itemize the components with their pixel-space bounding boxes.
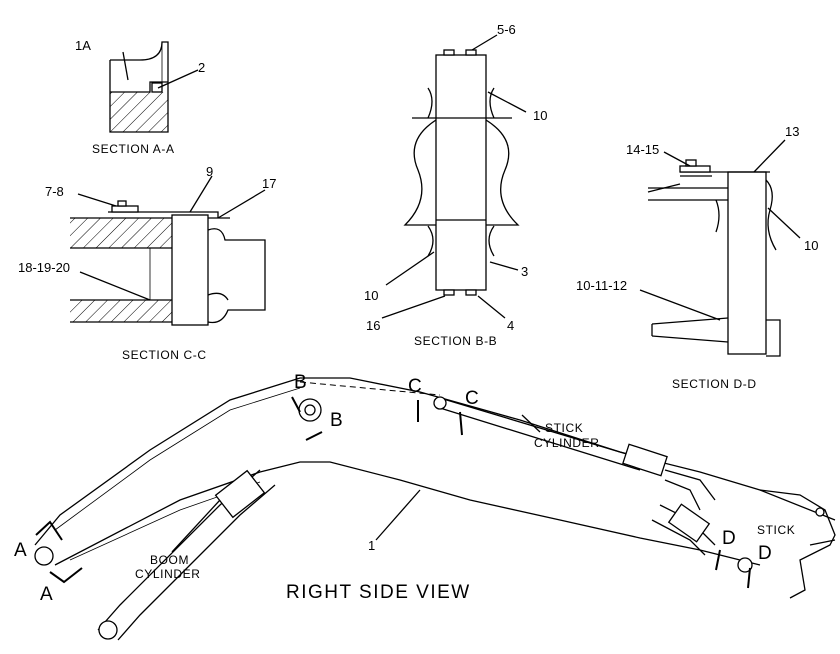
marker-d-left: D [722, 528, 736, 549]
stick-cylinder-label-line2: CYLINDER [534, 436, 599, 450]
callout-10-11-12: 10-11-12 [576, 278, 627, 293]
marker-b-top: B [294, 372, 307, 393]
marker-b-right: B [330, 410, 343, 431]
section-cc-caption: SECTION C-C [122, 348, 207, 362]
callout-17: 17 [262, 176, 276, 191]
section-cc-view [70, 175, 266, 326]
callout-7-8: 7-8 [45, 184, 64, 199]
callout-18-19-20: 18-19-20 [18, 260, 70, 275]
section-bb-view [381, 34, 527, 319]
stick-label: STICK [757, 523, 795, 537]
marker-d-right: D [758, 543, 772, 564]
stick-cylinder-label-line1: STICK [545, 421, 583, 435]
marker-a-left: A [14, 540, 27, 561]
section-bb-caption: SECTION B-B [414, 334, 497, 348]
callout-1: 1 [368, 538, 375, 553]
boom-cylinder-label-line1: BOOM [150, 553, 189, 567]
callout-5-6: 5-6 [497, 22, 516, 37]
section-aa-view [109, 41, 199, 133]
callout-14-15: 14-15 [626, 142, 659, 157]
callout-9: 9 [206, 164, 213, 179]
callout-2: 2 [198, 60, 205, 75]
boom-cylinder-label-line2: CYLINDER [135, 567, 200, 581]
marker-c-right: C [465, 388, 479, 409]
marker-c-left: C [408, 376, 422, 397]
callout-3: 3 [521, 264, 528, 279]
callout-10-top: 10 [533, 108, 547, 123]
right-side-view [34, 377, 836, 641]
section-dd-view [639, 139, 801, 357]
section-aa-caption: SECTION A-A [92, 142, 175, 156]
callout-10-left: 10 [364, 288, 378, 303]
callout-4: 4 [507, 318, 514, 333]
marker-a-bottom: A [40, 584, 53, 605]
callout-1a: 1A [75, 38, 91, 53]
callout-16: 16 [366, 318, 380, 333]
view-title: RIGHT SIDE VIEW [286, 582, 471, 603]
section-dd-caption: SECTION D-D [672, 377, 757, 391]
callout-10-right: 10 [804, 238, 818, 253]
callout-13: 13 [785, 124, 799, 139]
